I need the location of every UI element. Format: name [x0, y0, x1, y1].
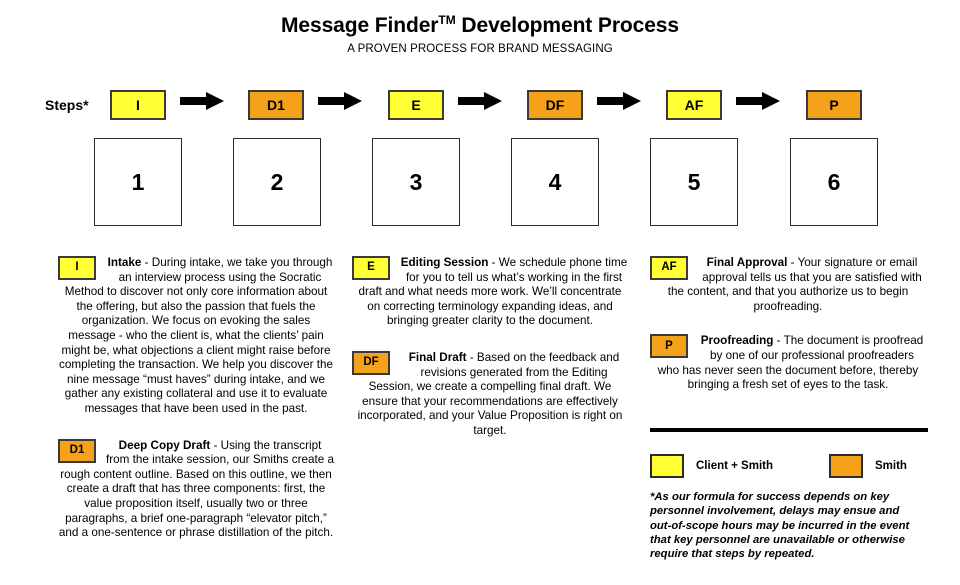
- entry-text-intake: - During intake, we take you through an …: [59, 256, 333, 415]
- legend-label-smith: Smith: [875, 460, 907, 472]
- description-entry-editing-session: E Editing Session - We schedule phone ti…: [352, 256, 628, 329]
- entry-lead-final-approval: Final Approval: [706, 256, 788, 269]
- page-title-main: Message Finder: [281, 14, 439, 37]
- step-badge-af[interactable]: AF: [666, 90, 722, 120]
- description-entry-final-draft: DF Final Draft - Based on the feedback a…: [352, 350, 628, 439]
- step-badge-i[interactable]: I: [110, 90, 166, 120]
- entry-text-proofreading: - The document is proofread by one of ou…: [657, 334, 924, 392]
- description-column-3: AF Final Approval - Your signature or em…: [650, 256, 926, 407]
- description-entry-proofreading: P Proofreading - The document is proofre…: [650, 334, 926, 392]
- entry-body-deep-copy-draft: Deep Copy Draft - Using the transcript f…: [58, 439, 334, 541]
- step-badge-e[interactable]: E: [388, 90, 444, 120]
- legend-item-client-smith: Client + Smith: [650, 454, 773, 478]
- step-detail-boxes: 1 2 3 4 5 6: [0, 138, 960, 228]
- process-flow-row: Steps* I D1 E DF AF P: [0, 84, 960, 134]
- entry-body-editing-session: Editing Session - We schedule phone time…: [352, 256, 628, 329]
- entry-lead-proofreading: Proofreading: [700, 334, 774, 348]
- description-column-2: E Editing Session - We schedule phone ti…: [352, 256, 628, 453]
- page-title-tail: Development Process: [455, 14, 679, 37]
- entry-text-final-draft: - Based on the feedback and revisions ge…: [357, 350, 623, 437]
- entry-body-final-approval: Final Approval - Your signature or email…: [650, 256, 926, 314]
- description-entry-intake: I Intake - During intake, we take you th…: [58, 256, 334, 417]
- entry-tag-df: DF: [352, 350, 390, 375]
- page-subtitle: A PROVEN PROCESS FOR BRAND MESSAGING: [347, 43, 613, 56]
- entry-lead-deep-copy-draft: Deep Copy Draft: [118, 438, 211, 452]
- entry-text-deep-copy-draft: - Using the transcript from the intake s…: [58, 438, 335, 540]
- legend-swatch-orange: [829, 454, 863, 478]
- entry-body-proofreading: Proofreading - The document is proofread…: [650, 334, 926, 392]
- entry-lead-editing-session: Editing Session: [400, 256, 489, 269]
- step-box-1[interactable]: 1: [94, 138, 182, 226]
- steps-label: Steps*: [45, 97, 89, 113]
- description-column-1: I Intake - During intake, we take you th…: [58, 256, 334, 555]
- footnote: *As our formula for success depends on k…: [650, 491, 910, 561]
- trademark-symbol: TM: [438, 13, 456, 27]
- flow-arrow-3: [458, 92, 502, 110]
- step-box-6[interactable]: 6: [790, 138, 878, 226]
- entry-body-final-draft: Final Draft - Based on the feedback and …: [352, 351, 628, 439]
- flow-arrow-2: [318, 92, 362, 110]
- step-badge-p[interactable]: P: [806, 90, 862, 120]
- entry-tag-e: E: [352, 256, 390, 280]
- entry-text-final-approval: - Your signature or email approval tells…: [667, 256, 922, 313]
- legend-swatch-yellow: [650, 454, 684, 478]
- step-badge-d1[interactable]: D1: [248, 90, 304, 120]
- description-entry-deep-copy-draft: D1 Deep Copy Draft - Using the transcrip…: [58, 438, 334, 541]
- legend: Client + Smith Smith: [650, 428, 928, 478]
- description-entry-final-approval: AF Final Approval - Your signature or em…: [650, 256, 926, 314]
- page-header: Message FinderTM Development Process A P…: [0, 0, 960, 55]
- entry-tag-p: P: [650, 334, 688, 359]
- legend-label-client-smith: Client + Smith: [696, 460, 773, 472]
- entry-tag-i: I: [58, 256, 96, 280]
- entry-lead-intake: Intake: [107, 256, 142, 269]
- legend-divider: [650, 428, 928, 432]
- flow-arrow-5: [736, 92, 780, 110]
- flow-arrow-1: [180, 92, 224, 110]
- step-box-2[interactable]: 2: [233, 138, 321, 226]
- step-badge-df[interactable]: DF: [527, 90, 583, 120]
- entry-body-intake: Intake - During intake, we take you thro…: [58, 256, 334, 417]
- page-title: Message FinderTM Development Process: [0, 13, 960, 37]
- legend-item-smith: Smith: [829, 454, 907, 478]
- entry-tag-d1: D1: [58, 438, 96, 463]
- step-box-4[interactable]: 4: [511, 138, 599, 226]
- step-box-5[interactable]: 5: [650, 138, 738, 226]
- entry-text-editing-session: - We schedule phone time for you to tell…: [358, 256, 628, 328]
- step-box-3[interactable]: 3: [372, 138, 460, 226]
- entry-lead-final-draft: Final Draft: [408, 350, 467, 364]
- entry-tag-af: AF: [650, 256, 688, 280]
- legend-items: Client + Smith Smith: [650, 454, 928, 478]
- flow-arrow-4: [597, 92, 641, 110]
